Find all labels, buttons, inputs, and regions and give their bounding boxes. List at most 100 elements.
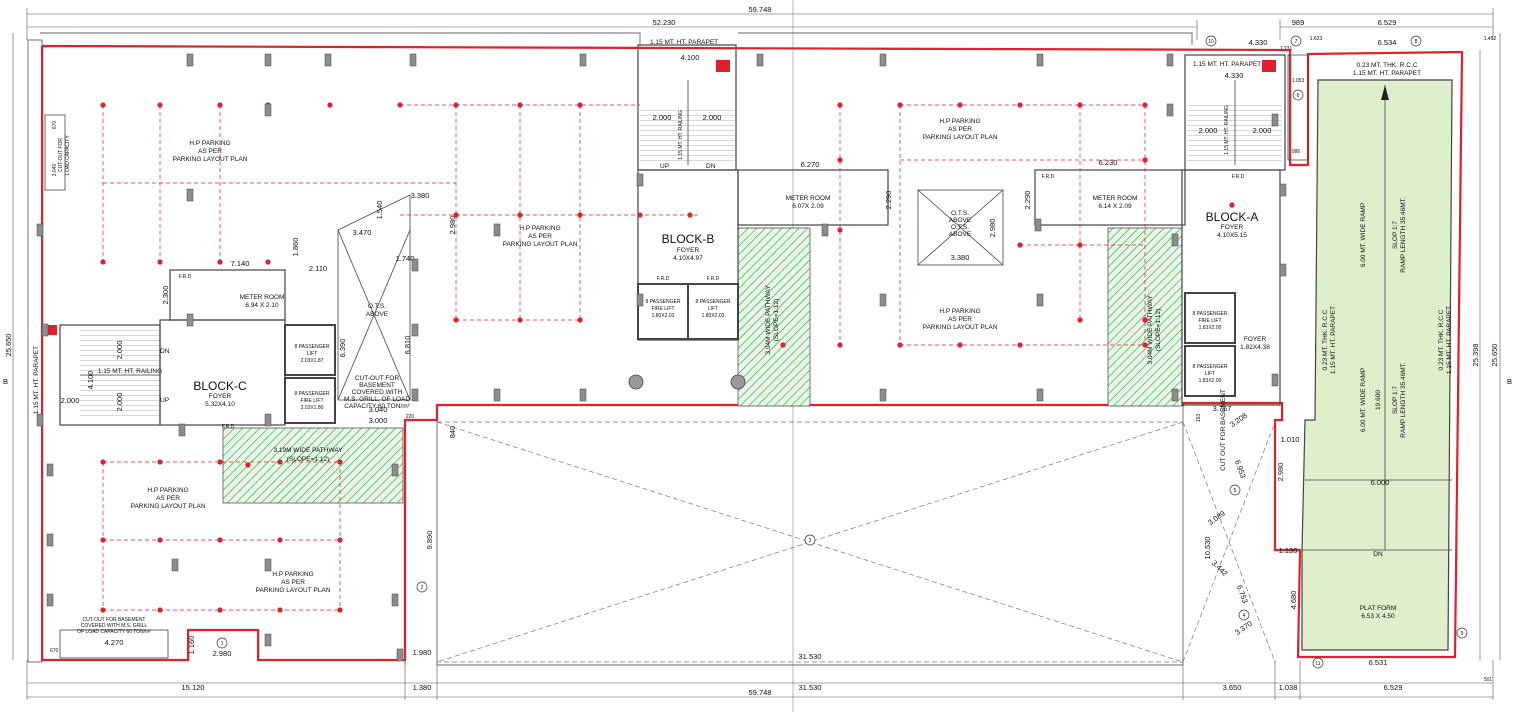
parking-marker	[1229, 202, 1235, 208]
railing-b: 1.15 MT. HT. RAILING	[678, 110, 684, 160]
rcc-right-1: 0.23 MT. THK. R.C.C	[1438, 309, 1445, 370]
lift-a2-a: 8 PASSENGER	[1193, 364, 1228, 370]
dim-1860: 1.860	[291, 238, 300, 257]
parking-marker	[577, 212, 583, 218]
column	[1279, 183, 1287, 197]
hp3-l2: AS PER	[948, 126, 972, 133]
cutout-left-2: LOAD CAPACITY	[65, 135, 71, 175]
grid-marker-7	[1290, 35, 1302, 47]
block-a-core	[1034, 169, 1281, 406]
parking-marker	[837, 157, 843, 163]
parking-marker	[277, 537, 283, 543]
column	[636, 293, 644, 307]
platform-size: 6.53 X 4.50	[1361, 613, 1395, 620]
dim-2980e: 2.980	[1276, 463, 1285, 482]
hp6-l1: H.P PARKING	[272, 571, 313, 578]
dim-b-4100: 4.100	[681, 53, 700, 62]
grid-marker-2-label: 2	[421, 585, 424, 591]
round-column-2	[730, 374, 746, 390]
grid-marker-10	[1205, 35, 1217, 47]
pathway-b-1: 3.04M WIDE PATHWAY	[765, 285, 772, 355]
lift-c1-b: LIFT	[307, 351, 317, 357]
column	[1034, 218, 1042, 232]
bottom-dimensions	[26, 660, 1494, 700]
parking-marker	[327, 102, 333, 108]
parking-marker	[453, 102, 459, 108]
ots-a-4: ABOVE	[949, 231, 972, 238]
dim-2110: 2.110	[309, 264, 327, 273]
dim-1740: 1.740	[396, 254, 415, 263]
dim-6390: 6.390	[338, 339, 347, 358]
dim-670a: 670	[52, 121, 58, 130]
hp5-l2: AS PER	[156, 495, 180, 502]
block-b-title: BLOCK-B	[662, 232, 715, 246]
dim-193: 193	[1196, 414, 1202, 423]
column	[46, 463, 54, 477]
parking-marker	[1142, 342, 1148, 348]
dim-3208: 3.208	[1228, 411, 1249, 429]
section-marker-right: B	[1507, 377, 1512, 386]
hp1-l2: AS PER	[198, 148, 222, 155]
grid-marker-4	[1238, 609, 1250, 621]
lift-a2-b: LIFT	[1205, 371, 1215, 377]
lift-c2-size: 2.03X1.80	[301, 405, 324, 411]
cutout-bottom-2: COVERED WITH M.S. GRILL	[81, 623, 148, 629]
dim-top-r2: 6.529	[1378, 18, 1397, 27]
pathway-b-2: (SLOPE=1:12)	[773, 299, 780, 341]
hp3-l1: H.P PARKING	[939, 118, 980, 125]
block-a-foyer-size: 4.10X5.15	[1217, 232, 1247, 239]
parking-marker	[1142, 317, 1148, 323]
parking-marker	[100, 459, 106, 465]
frd-b1: F.R.D	[657, 276, 670, 282]
dim-9890: 9.890	[425, 531, 434, 550]
grid-marker-10-label: 10	[1208, 39, 1214, 45]
railing-a: 1.15 MT. HT. RAILING	[1224, 105, 1230, 155]
hp4-l2: AS PER	[948, 316, 972, 323]
dim-3000: 3.000	[369, 416, 388, 425]
parking-marker	[687, 212, 693, 218]
dim-ramp-6000: 6.000	[1371, 478, 1390, 487]
column	[411, 258, 419, 272]
parking-marker	[265, 259, 271, 265]
parking-marker	[577, 317, 583, 323]
dim-bottom-l: 15.120	[182, 683, 205, 692]
parapet-top2-label: 1.15 MT. HT. PARAPET	[1193, 61, 1261, 68]
dim-top-r1: 989	[1292, 18, 1305, 27]
dim-top-total: 59.748	[749, 5, 772, 14]
meter-b-label: METER ROOM	[786, 195, 831, 202]
lift-c1-a: 8 PASSENGER	[295, 344, 330, 350]
round-column-1	[628, 374, 644, 390]
cutout-left-1: CUT-OUT FOR	[58, 138, 64, 172]
column	[821, 223, 829, 237]
cutout-right-1: CUT OUT FOR BASEMENT	[1220, 389, 1227, 471]
dim-b-2000b: 2.000	[703, 113, 722, 122]
parking-marker	[637, 212, 643, 218]
ramp-b-4: RAMP LENGTH 35.46MT.	[1400, 362, 1407, 438]
parking-marker	[100, 259, 106, 265]
block-a-foyer2: FOYER	[1244, 336, 1267, 343]
column	[493, 223, 501, 237]
parapet-left-label: 1.15 MT. HT. PARAPET	[33, 346, 40, 414]
grid-marker-8-label: 8	[1415, 39, 1418, 45]
cutout-bottom-3: OF LOAD CAPACITY 60 TON/m²	[77, 629, 151, 635]
hp6-l2: AS PER	[281, 579, 305, 586]
cutout-mid-2: BASEMENT	[359, 382, 395, 389]
column	[186, 53, 194, 67]
block-b-foyer: FOYER	[677, 247, 700, 254]
dim-2290b: 2.290	[1023, 191, 1032, 210]
column	[171, 558, 179, 572]
column	[879, 293, 887, 307]
pathway-a-2: (SLOPE=1:12)	[1155, 309, 1162, 351]
column	[46, 533, 54, 547]
dim-1540: 1.540	[375, 201, 384, 220]
parking-marker	[517, 317, 523, 323]
cutout-mid-1: CUT-OUT FOR	[355, 375, 400, 382]
ramp-dn: DN	[1373, 551, 1383, 558]
column	[396, 648, 404, 662]
parking-marker	[1142, 157, 1148, 163]
column	[756, 53, 764, 67]
hp2-l3: PARKING LAYOUT PLAN	[503, 241, 578, 248]
column	[493, 388, 501, 402]
rcc-right-2: 1.15 MT. HT. PARAPET	[1446, 306, 1453, 374]
section-marker-left: B	[3, 377, 8, 386]
